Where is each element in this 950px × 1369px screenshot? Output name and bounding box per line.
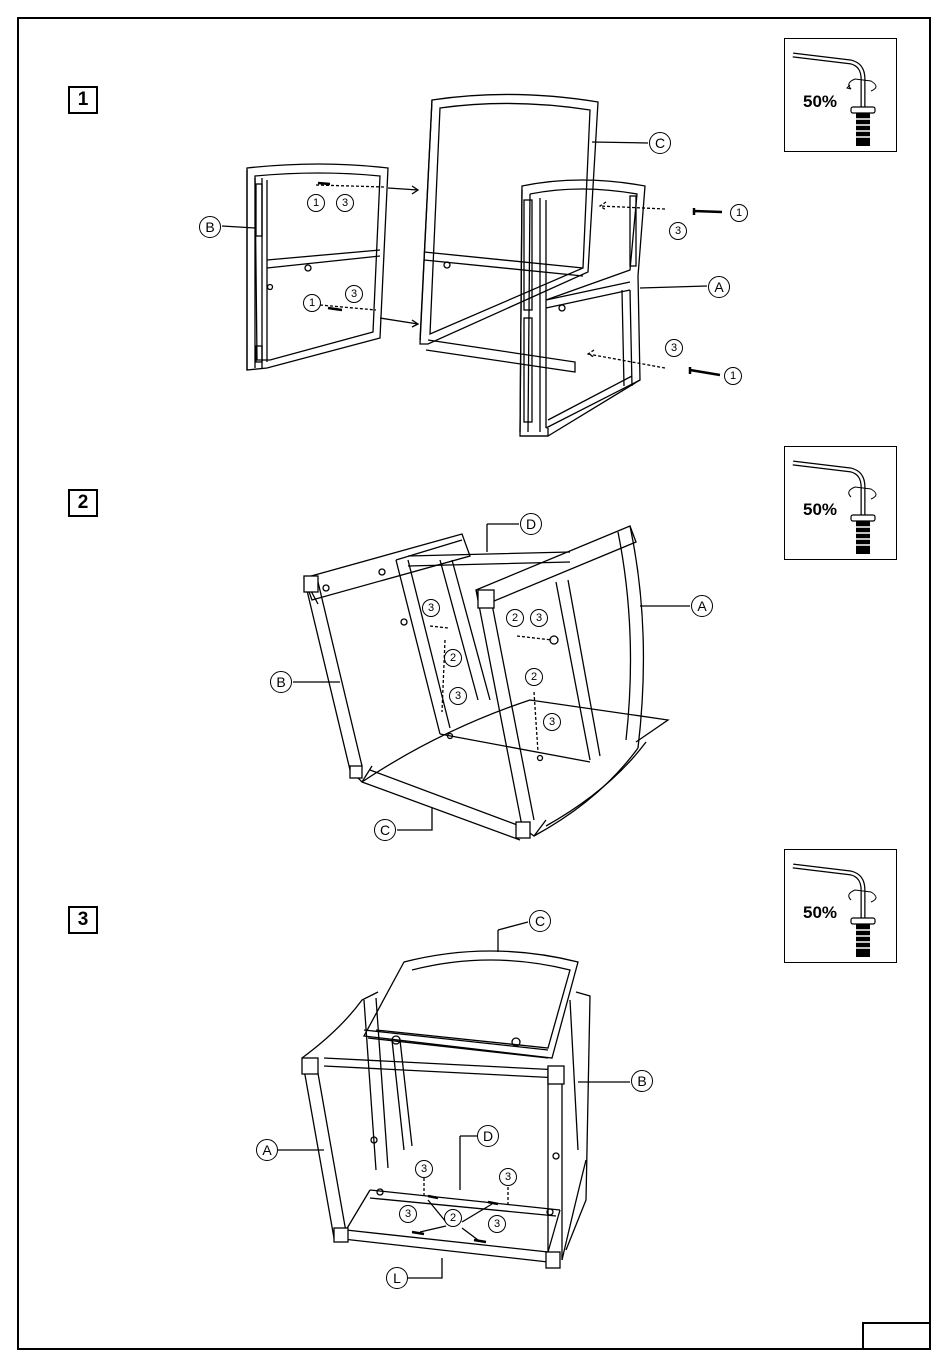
hardware-label: 2 [506, 609, 524, 627]
hardware-label: 3 [543, 713, 561, 731]
hardware-label: 3 [399, 1205, 417, 1223]
hardware-label: 1 [303, 294, 321, 312]
hardware-label: 3 [345, 285, 363, 303]
hardware-label: 2 [444, 649, 462, 667]
step1-panel-a [520, 180, 645, 436]
hardware-label: 3 [499, 1168, 517, 1186]
part-label-a: A [691, 595, 713, 617]
hardware-label: 3 [488, 1215, 506, 1233]
part-label-c: C [529, 910, 551, 932]
hardware-label: 3 [449, 687, 467, 705]
hardware-label: 1 [724, 367, 742, 385]
part-label-b: B [199, 216, 221, 238]
part-label-b: B [631, 1070, 653, 1092]
hardware-label: 3 [415, 1160, 433, 1178]
part-label-a: A [708, 276, 730, 298]
hardware-label: 3 [336, 194, 354, 212]
part-label-b: B [270, 671, 292, 693]
part-label-a: A [256, 1139, 278, 1161]
hardware-label: 3 [530, 609, 548, 627]
hardware-label: 3 [665, 339, 683, 357]
part-label-c: C [649, 132, 671, 154]
part-label-l: L [386, 1267, 408, 1289]
hardware-label: 2 [525, 668, 543, 686]
hardware-label: 1 [730, 204, 748, 222]
part-label-d: D [520, 513, 542, 535]
hardware-label: 1 [307, 194, 325, 212]
step2-frame [304, 526, 668, 840]
part-label-c: C [374, 819, 396, 841]
part-label-d: D [477, 1125, 499, 1147]
hardware-label: 2 [444, 1209, 462, 1227]
step1-back-c [420, 94, 598, 372]
hardware-label: 3 [669, 222, 687, 240]
hardware-label: 3 [422, 599, 440, 617]
